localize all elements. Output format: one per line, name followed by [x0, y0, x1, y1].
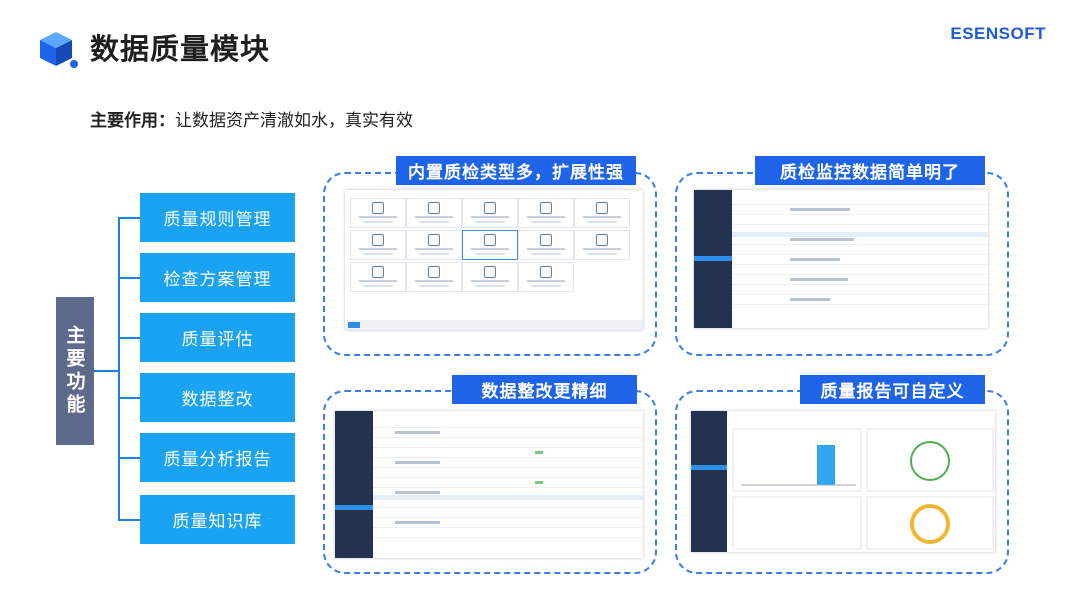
report-charts: [732, 428, 994, 550]
tree-connector: [118, 397, 140, 399]
check-type-tile: [462, 230, 518, 260]
tree-connector: [118, 457, 140, 459]
main-function-label: 主要功能: [56, 297, 94, 445]
check-type-tile: [406, 230, 462, 260]
screenshot-monitoring: [694, 190, 988, 328]
tree-connector: [118, 217, 140, 219]
tree-connector: [118, 277, 140, 279]
function-data-rectification[interactable]: 数据整改: [140, 373, 295, 422]
check-type-tile: [406, 198, 462, 228]
panel-title-monitoring: 质检监控数据简单明了: [755, 156, 985, 185]
ring-chart: [910, 441, 950, 481]
check-type-tile: [462, 198, 518, 228]
check-type-tile: [574, 230, 630, 260]
function-quality-rules[interactable]: 质量规则管理: [140, 193, 295, 242]
app-sidebar: [691, 411, 727, 552]
subtitle-label: 主要作用：: [90, 111, 175, 131]
sidebar-active-item: [691, 465, 727, 470]
subtitle-text: 让数据资产清澈如水，真实有效: [175, 111, 413, 131]
panel-title-rectification: 数据整改更精细: [452, 375, 637, 404]
check-type-tile: [350, 230, 406, 260]
function-knowledge-base[interactable]: 质量知识库: [140, 495, 295, 544]
brand-logo: ESENSOFT: [950, 24, 1046, 43]
screenshot-check-types: [345, 190, 643, 330]
screenshot-rectification: [335, 411, 643, 558]
check-type-tile: [462, 262, 518, 292]
page-title: 数据质量模块: [90, 32, 271, 66]
function-quality-report[interactable]: 质量分析报告: [140, 433, 295, 482]
tree-connector: [118, 337, 140, 339]
function-check-plan[interactable]: 检查方案管理: [140, 253, 295, 302]
logo-cube-icon: [40, 32, 78, 68]
sidebar-active-item: [335, 505, 373, 510]
function-quality-assessment[interactable]: 质量评估: [140, 313, 295, 362]
footer-bar: [345, 320, 643, 330]
check-type-tile: [518, 230, 574, 260]
tree-connector: [118, 519, 140, 521]
check-type-tile: [518, 198, 574, 228]
screenshot-report: [691, 411, 995, 552]
check-type-tile: [518, 262, 574, 292]
bar-chart-bar: [817, 445, 835, 485]
panel-title-report: 质量报告可自定义: [800, 375, 985, 404]
check-type-tile: [574, 198, 630, 228]
check-type-tile: [350, 262, 406, 292]
sidebar-active-item: [694, 256, 732, 261]
check-type-tile: [350, 198, 406, 228]
panel-title-check-types: 内置质检类型多，扩展性强: [396, 156, 636, 185]
confirm-button[interactable]: [348, 322, 360, 328]
subtitle: 主要作用：让数据资产清澈如水，真实有效: [90, 106, 413, 131]
check-type-tile: [406, 262, 462, 292]
app-sidebar: [335, 411, 373, 558]
tree-connector: [94, 370, 118, 372]
tree-connector: [118, 217, 120, 521]
donut-chart: [910, 504, 950, 544]
